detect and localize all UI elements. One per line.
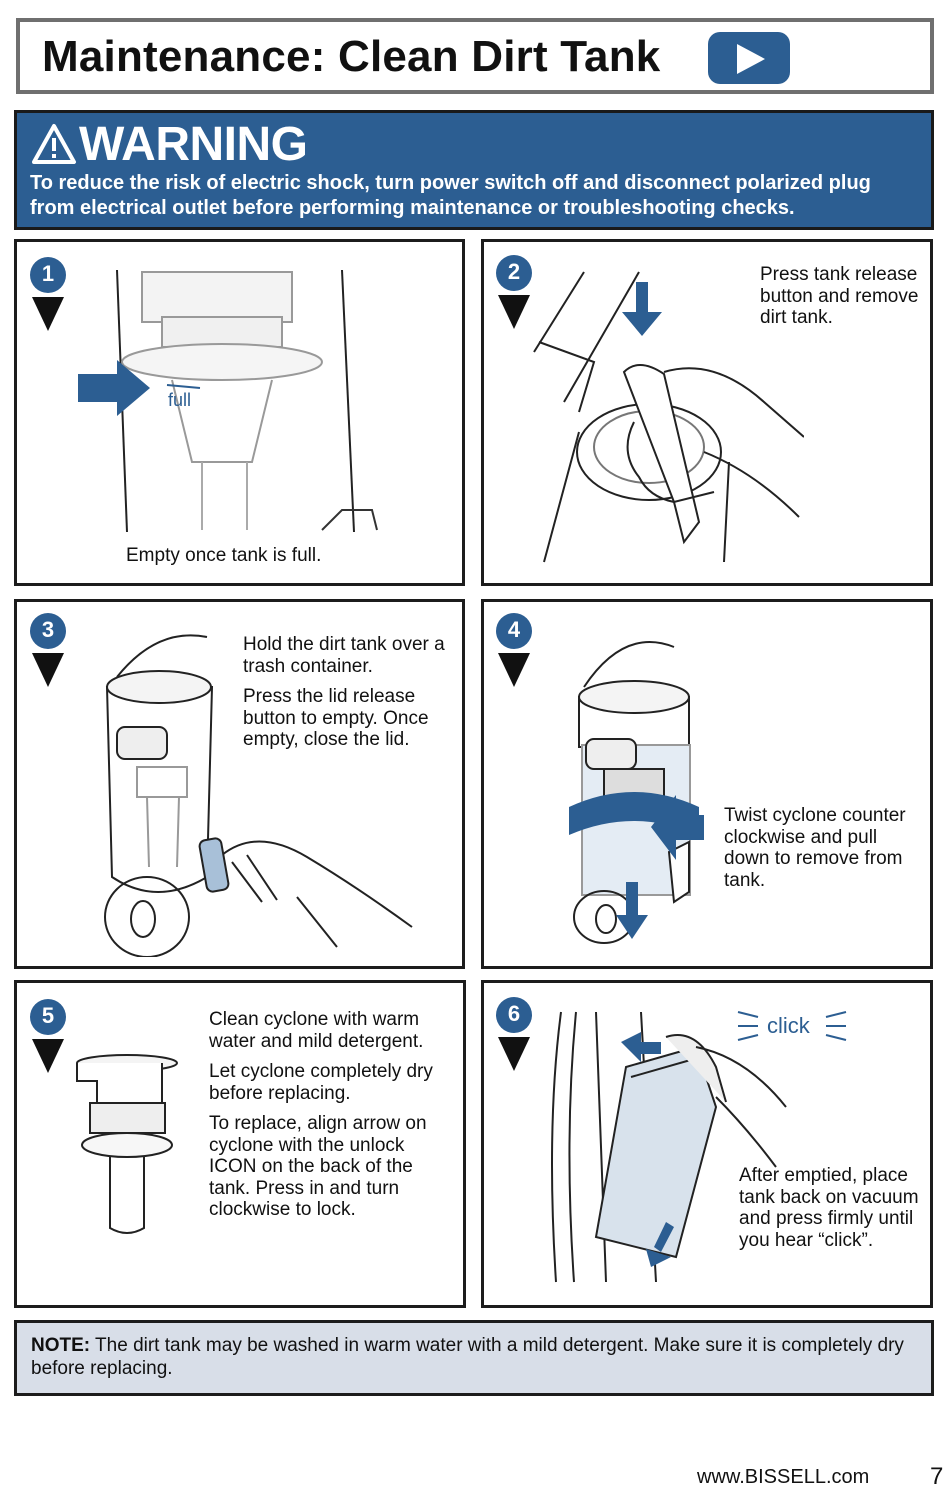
- click-label: click: [767, 1013, 810, 1038]
- note-label: NOTE:: [31, 1335, 91, 1356]
- step-5-badge: 5: [28, 999, 68, 1073]
- step-6-caption: After emptied, place tank back on vacuum…: [739, 1165, 919, 1251]
- note-text: The dirt tank may be washed in warm wate…: [31, 1335, 904, 1379]
- vacuum-tank-full-illustration: full: [78, 269, 378, 533]
- step-6-panel: 6 click After emptied, place tank back o…: [481, 980, 933, 1308]
- step-2-panel: 2 Press tank release button and remove d…: [481, 239, 933, 586]
- page-number: 7: [930, 1463, 944, 1490]
- step-2-caption: Press tank release button and remove dir…: [760, 264, 919, 328]
- full-line-label: full: [168, 390, 191, 410]
- step-4-badge: 4: [494, 613, 534, 687]
- warning-text: To reduce the risk of electric shock, tu…: [30, 172, 871, 219]
- twist-cyclone-illustration: [569, 641, 704, 944]
- step-5-caption: Clean cyclone with warm water and mild d…: [209, 1009, 433, 1220]
- hold-tank-over-trash-illustration: [104, 634, 413, 957]
- warning-triangle-icon: [32, 124, 76, 164]
- step-1-number: 1: [41, 261, 55, 286]
- step-3-badge: 3: [28, 613, 68, 687]
- step-6-number: 6: [507, 1001, 521, 1026]
- click-sound-lines: [737, 1011, 847, 1041]
- footer-url[interactable]: www.BISSELL.com: [697, 1466, 870, 1488]
- step-5-panel: 5 Clean cyclone with warm water and mild…: [14, 980, 466, 1308]
- replace-tank-illustration: [551, 1011, 787, 1283]
- step-1-caption: Empty once tank is full.: [126, 545, 322, 566]
- play-icon: [737, 44, 765, 74]
- step-3-number: 3: [41, 617, 55, 642]
- step-5-number: 5: [41, 1003, 55, 1028]
- title-box: Maintenance: Clean Dirt Tank: [16, 18, 934, 94]
- step-1-panel: 1 full Empty once tank is full.: [14, 239, 465, 586]
- step-4-caption: Twist cyclone counter clockwise and pull…: [724, 805, 906, 891]
- step-4-panel: 4 Twist cyclone counter clockwise and pu…: [481, 599, 933, 969]
- step-1-badge: 1: [28, 257, 68, 331]
- step-4-number: 4: [507, 617, 521, 642]
- cyclone-illustration: [76, 1054, 178, 1234]
- page-title: Maintenance: Clean Dirt Tank: [42, 32, 661, 81]
- step-2-badge: 2: [494, 255, 534, 329]
- step-2-number: 2: [507, 259, 521, 284]
- warning-banner: WARNING To reduce the risk of electric s…: [14, 110, 934, 230]
- warning-title: WARNING: [79, 117, 308, 171]
- step-3-caption: Hold the dirt tank over a trash containe…: [243, 634, 445, 750]
- play-video-button[interactable]: [708, 32, 790, 84]
- step-3-panel: 3 Hold the dirt tank over a trash contai…: [14, 599, 465, 969]
- tank-release-illustration: [533, 271, 804, 563]
- note-box: NOTE: The dirt tank may be washed in war…: [14, 1320, 934, 1396]
- step-6-badge: 6: [494, 997, 534, 1071]
